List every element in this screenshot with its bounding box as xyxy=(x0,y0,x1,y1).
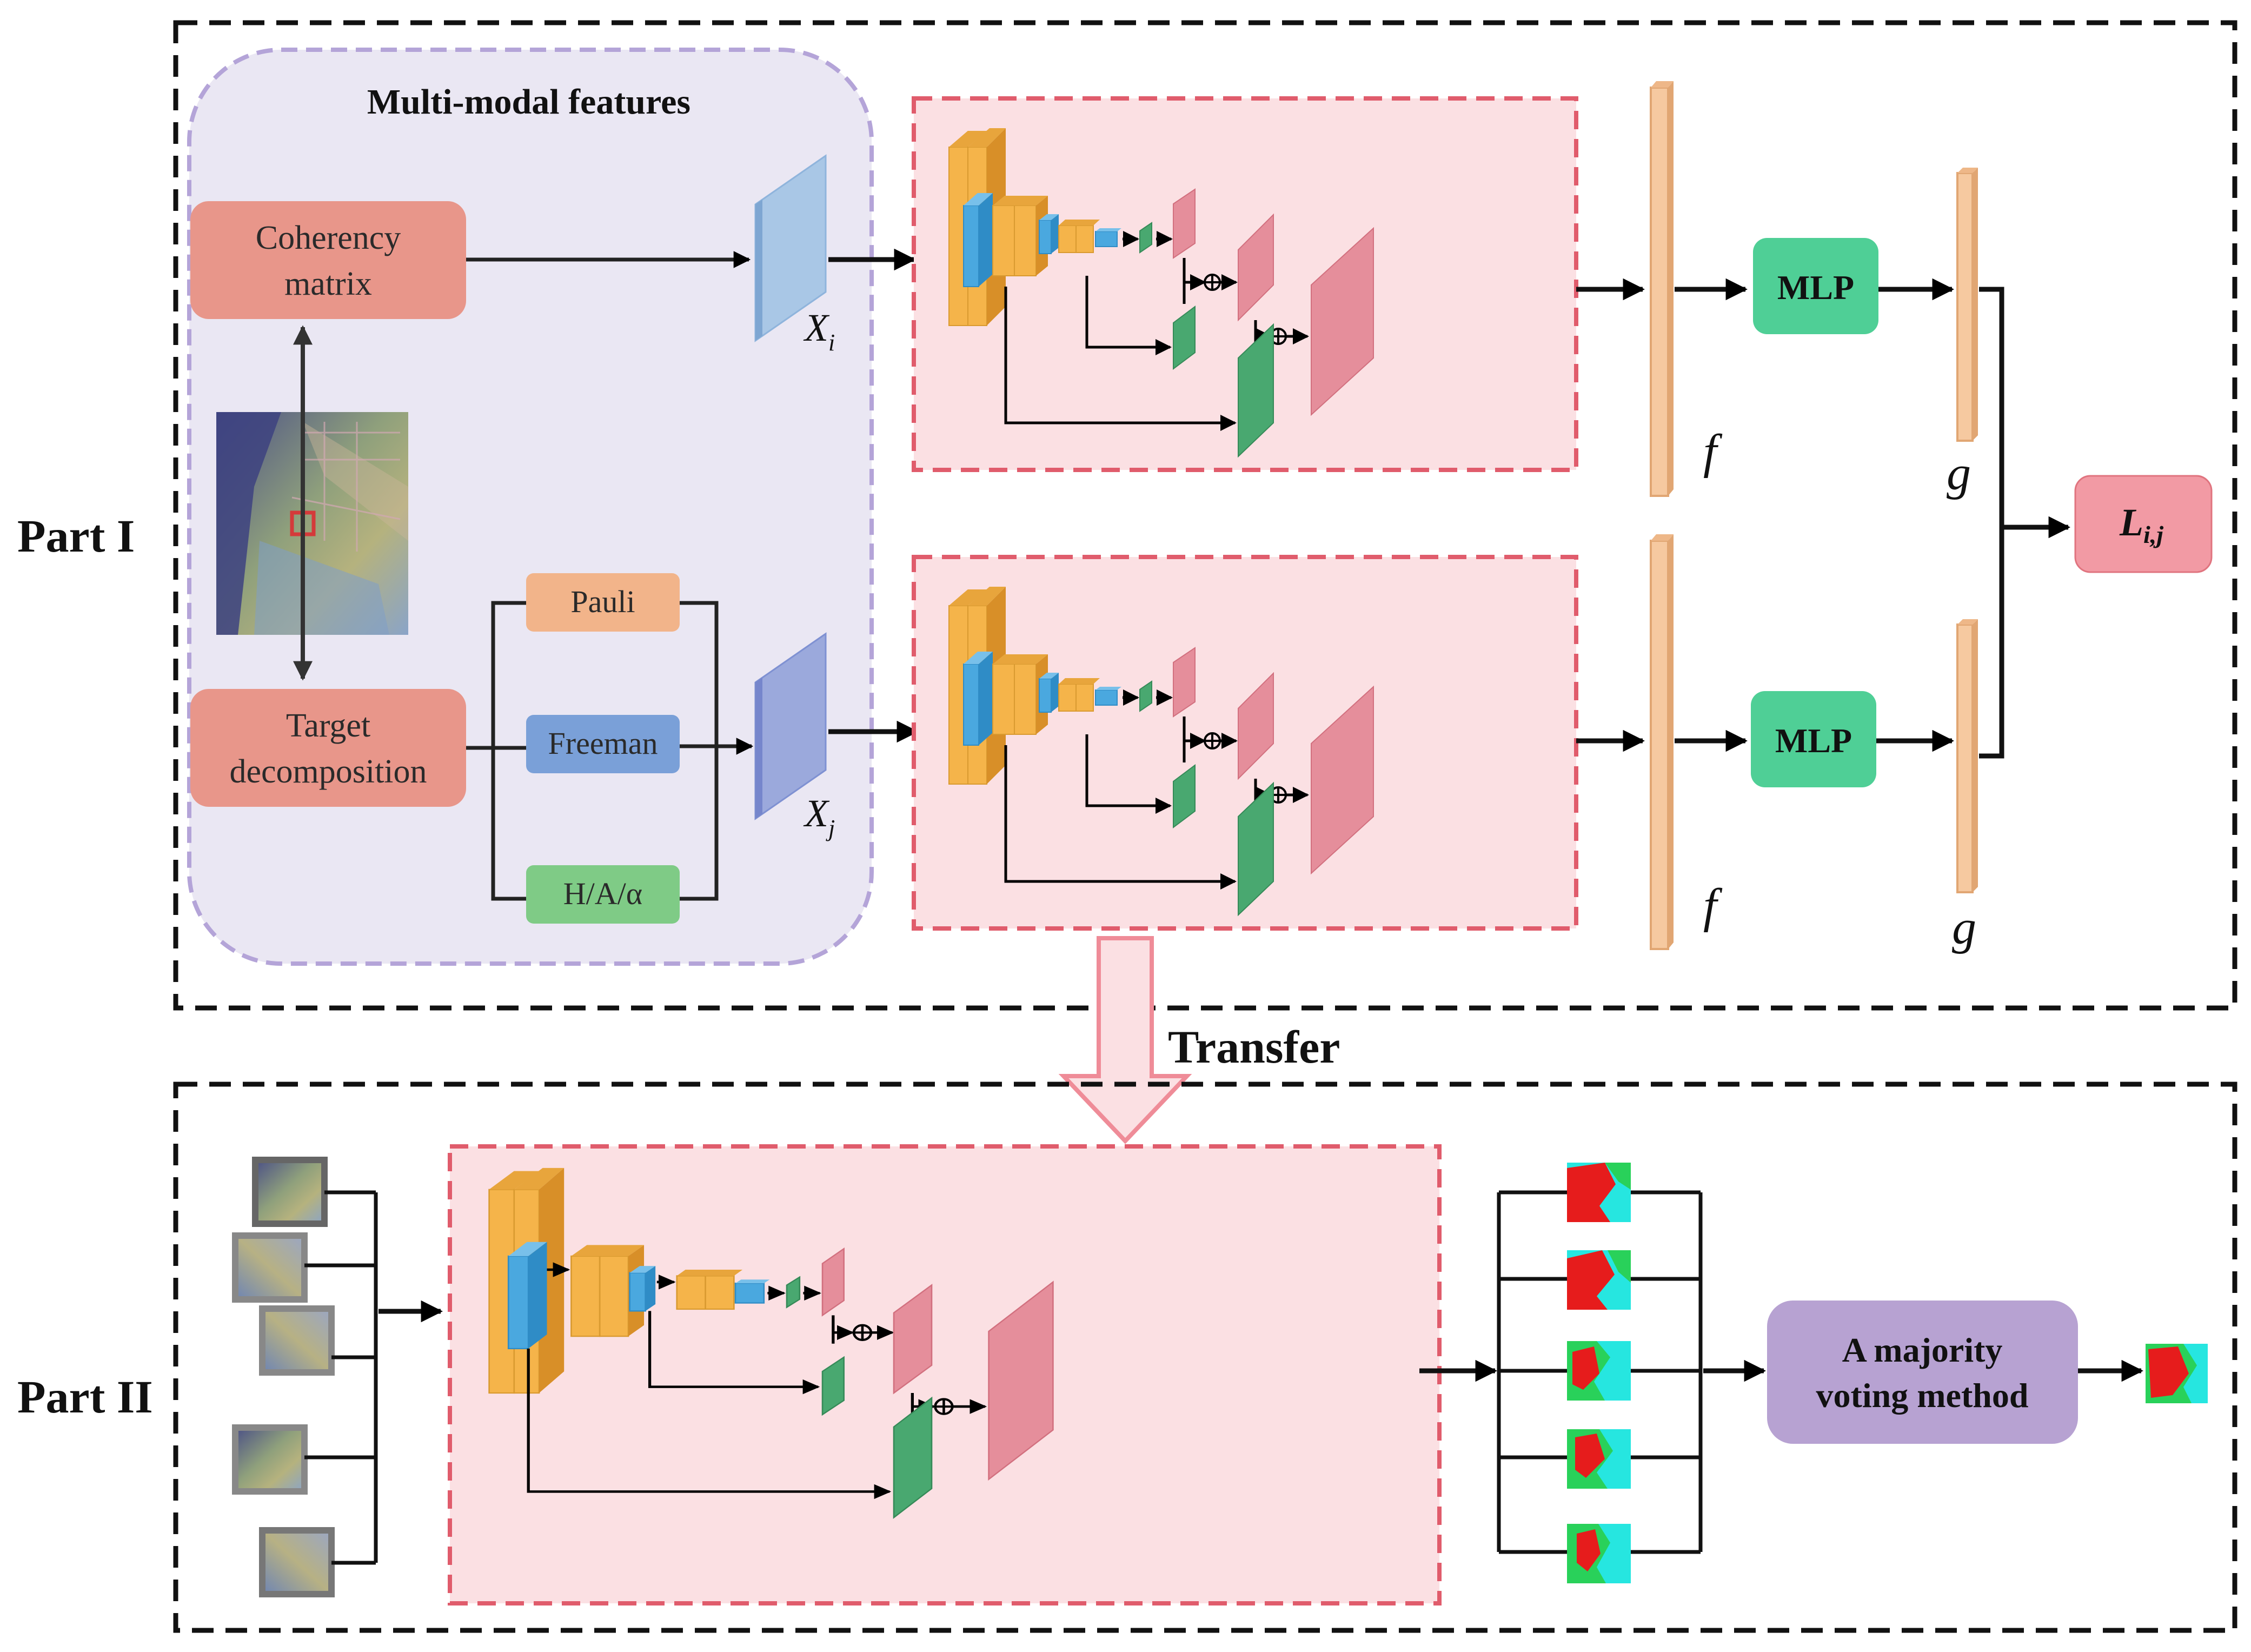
freeman-label: Freeman xyxy=(548,726,658,761)
loss-box xyxy=(2074,475,2213,573)
g-vector-top xyxy=(1956,168,1978,442)
f-label-top: f xyxy=(1703,425,1723,479)
voting-line1: A majority xyxy=(1842,1331,2003,1369)
f-label-bottom: f xyxy=(1703,879,1723,933)
input-xi-label: Xi xyxy=(803,306,835,356)
pauli-box xyxy=(526,573,680,632)
f-vector-bottom xyxy=(1650,534,1674,950)
coherency-matrix-box xyxy=(190,201,466,319)
g-label-top: g xyxy=(1947,447,1971,500)
voting-line2: voting method xyxy=(1816,1376,2029,1415)
mlp-box-bottom xyxy=(1751,691,1876,787)
g-vector-bottom xyxy=(1956,619,1978,893)
pauli-label: Pauli xyxy=(570,584,635,619)
feature-group-title: Multi-modal features xyxy=(367,82,690,122)
coherency-matrix-line1: Coherency xyxy=(256,220,401,256)
input-xj-label: Xj xyxy=(803,792,835,841)
g-label-bottom: g xyxy=(1952,901,1976,954)
transfer-label: Transfer xyxy=(1168,1021,1340,1073)
haalpha-label: H/A/α xyxy=(563,876,642,911)
patch-thumbnails xyxy=(232,1157,335,1597)
target-decomposition-box xyxy=(190,689,466,807)
coherency-matrix-line2: matrix xyxy=(284,266,372,302)
mlp-box-top xyxy=(1753,238,1878,334)
f-vector-top xyxy=(1650,81,1674,497)
patches-bracket xyxy=(304,1190,443,1565)
feature-extractor xyxy=(948,128,1374,458)
mlp-label-top: MLP xyxy=(1777,268,1854,307)
loss-bracket xyxy=(1979,287,2071,759)
target-decomposition-line1: Target xyxy=(286,707,370,744)
decomposition-branch-lines xyxy=(466,601,754,901)
loss-label: Li,j xyxy=(2119,501,2163,548)
haalpha-box xyxy=(526,865,680,924)
network-top xyxy=(912,96,1578,472)
final-classification-map xyxy=(2146,1344,2208,1403)
mlp-label-bottom: MLP xyxy=(1775,721,1852,760)
input-slab-xj xyxy=(754,632,827,820)
input-slab-xi xyxy=(754,154,827,342)
part2-frame xyxy=(173,1082,2237,1633)
transfer-arrow xyxy=(1058,936,1192,1144)
target-decomposition-line2: decomposition xyxy=(229,753,427,790)
part1-frame xyxy=(173,20,2237,1011)
polsar-image xyxy=(216,412,408,635)
classification-results xyxy=(1567,1163,1631,1583)
network-transfer xyxy=(448,1144,1442,1605)
freeman-box xyxy=(526,715,680,773)
voting-box xyxy=(1767,1301,2078,1444)
part2-label: Part II xyxy=(17,1371,153,1423)
network-bottom xyxy=(912,555,1578,931)
part1-label: Part I xyxy=(17,510,135,562)
